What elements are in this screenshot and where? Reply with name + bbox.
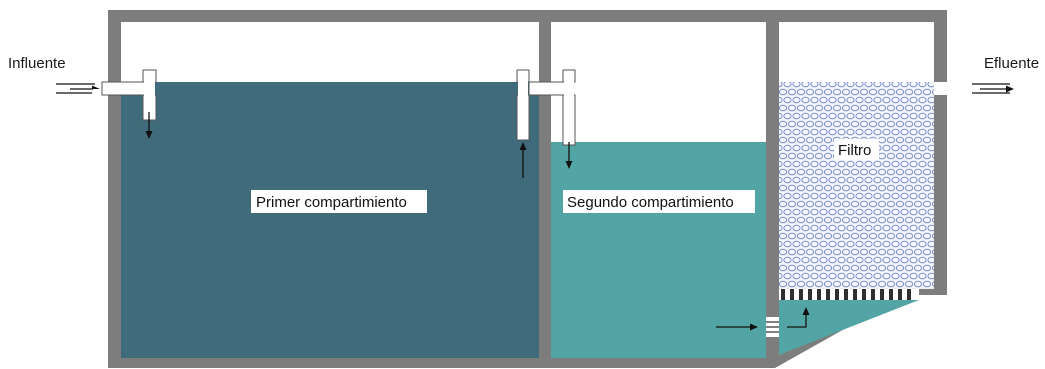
transfer-up-arrow — [519, 142, 527, 178]
influent-label: Influente — [8, 55, 66, 72]
compartment-2-label: Segundo compartimiento — [567, 194, 734, 211]
filter-label-box — [834, 139, 879, 160]
grate-bar — [817, 289, 821, 300]
grate-bar — [880, 289, 884, 300]
influent-arrow — [56, 83, 100, 94]
inlet-down-arrow — [145, 112, 153, 139]
grate-bar — [871, 289, 875, 300]
transfer-pipe — [516, 69, 576, 146]
compartment-2-label-box — [563, 190, 755, 213]
grate-bar — [898, 289, 902, 300]
grate-bar — [907, 289, 911, 300]
filter-underdrain-chamber — [779, 300, 919, 355]
effluent-arrow — [972, 83, 1014, 94]
compartment-1-water — [121, 82, 539, 358]
compartment-1-label-box — [251, 190, 427, 213]
compartment-2-water — [551, 142, 766, 358]
grate-background — [779, 289, 919, 300]
grate-bar — [790, 289, 794, 300]
compartment-1-label: Primer compartimiento — [256, 194, 407, 211]
grate-bar — [889, 289, 893, 300]
passage-arrow — [716, 323, 758, 331]
inlet-pipe — [101, 69, 157, 121]
underdrain-up-arrow — [787, 307, 810, 328]
grate-bar — [826, 289, 830, 300]
grate-bar — [799, 289, 803, 300]
bottom-passage — [766, 317, 779, 337]
grate-bar — [862, 289, 866, 300]
grate-bar — [844, 289, 848, 300]
grate-bar — [853, 289, 857, 300]
filter-perforated-floor — [779, 289, 919, 300]
outlet-pipe — [934, 82, 974, 95]
grate-bar — [835, 289, 839, 300]
grate-bar — [808, 289, 812, 300]
effluent-label: Efluente — [984, 55, 1039, 72]
filter-label: Filtro — [838, 142, 871, 159]
transfer-down-arrow — [565, 142, 573, 169]
grate-bar — [781, 289, 785, 300]
filter-media — [779, 82, 934, 289]
